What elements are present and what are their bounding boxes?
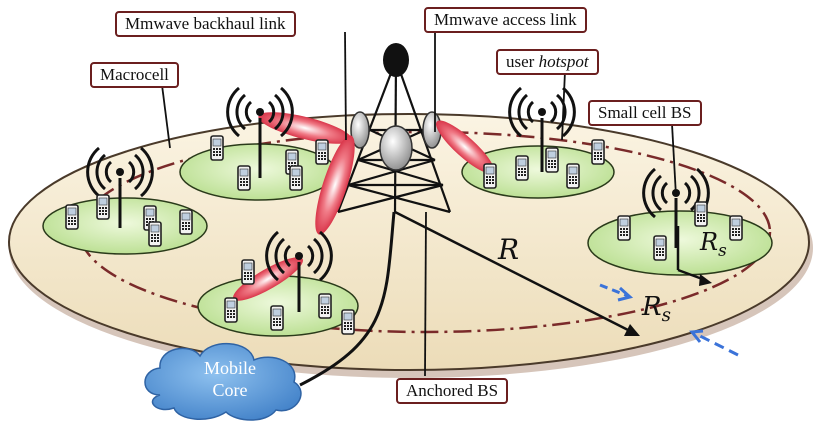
small-cell-antennas xyxy=(86,86,710,312)
mmwave-backhaul-label: Mmwave backhaul link xyxy=(115,11,296,37)
antenna-panel-left xyxy=(350,111,370,149)
antenna-panel-center xyxy=(379,125,413,171)
mmwave-access-label: Mmwave access link xyxy=(424,7,587,33)
hotspot-left xyxy=(42,197,208,255)
radius-R-label: R xyxy=(498,233,520,266)
small-cell-radius-base: R xyxy=(700,228,719,256)
radius-Rs-base: R xyxy=(642,292,662,322)
label-leader-lines xyxy=(161,31,677,377)
backhaul-cable xyxy=(299,211,396,387)
mmwave-beams xyxy=(233,112,495,301)
access-beam xyxy=(435,120,495,174)
mobile-core-line2: Core xyxy=(212,380,248,400)
radius-Rs-sub: s xyxy=(661,305,671,327)
macrocell-label: Macrocell xyxy=(90,62,179,88)
mobile-core-cloud-icon xyxy=(144,343,302,421)
mobile-core-label: Mobile Core xyxy=(180,357,280,401)
radius-Rs-label: Rs xyxy=(642,292,671,326)
user-hotspot-prefix: user xyxy=(506,52,539,71)
backhaul-beam-bottom xyxy=(233,257,303,301)
user-hotspot-label: user hotspot xyxy=(496,49,599,75)
small-cell-radius-label: Rs xyxy=(700,228,727,260)
hotspot-right xyxy=(587,210,773,276)
boundary-width-arrows xyxy=(599,283,739,357)
user-hotspot-italic: hotspot xyxy=(538,52,589,71)
hotspot-upper-left xyxy=(179,143,337,201)
small-cell-bs-label: Small cell BS xyxy=(588,100,702,126)
mobile-core-line1: Mobile xyxy=(204,358,256,378)
backhaul-beam-lower xyxy=(315,135,355,235)
tower-top-icon xyxy=(383,43,409,77)
anchored-bs-label: Anchored BS xyxy=(396,378,509,404)
radius-arrows xyxy=(394,210,712,336)
small-cell-radius-sub: s xyxy=(718,239,727,260)
